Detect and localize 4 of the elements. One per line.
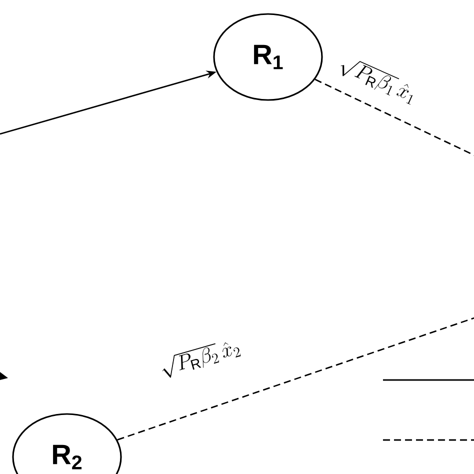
edge-label: $\sqrt{P_{\mathrm{R}}\beta_2}\,\hat{x}_2$	[156, 335, 244, 381]
dashed-line	[117, 315, 474, 440]
edge-label: $\sqrt{P_{\mathrm{R}}\beta_1}\,\hat{x}_1$	[334, 52, 422, 108]
dashed-line	[314, 78, 474, 159]
